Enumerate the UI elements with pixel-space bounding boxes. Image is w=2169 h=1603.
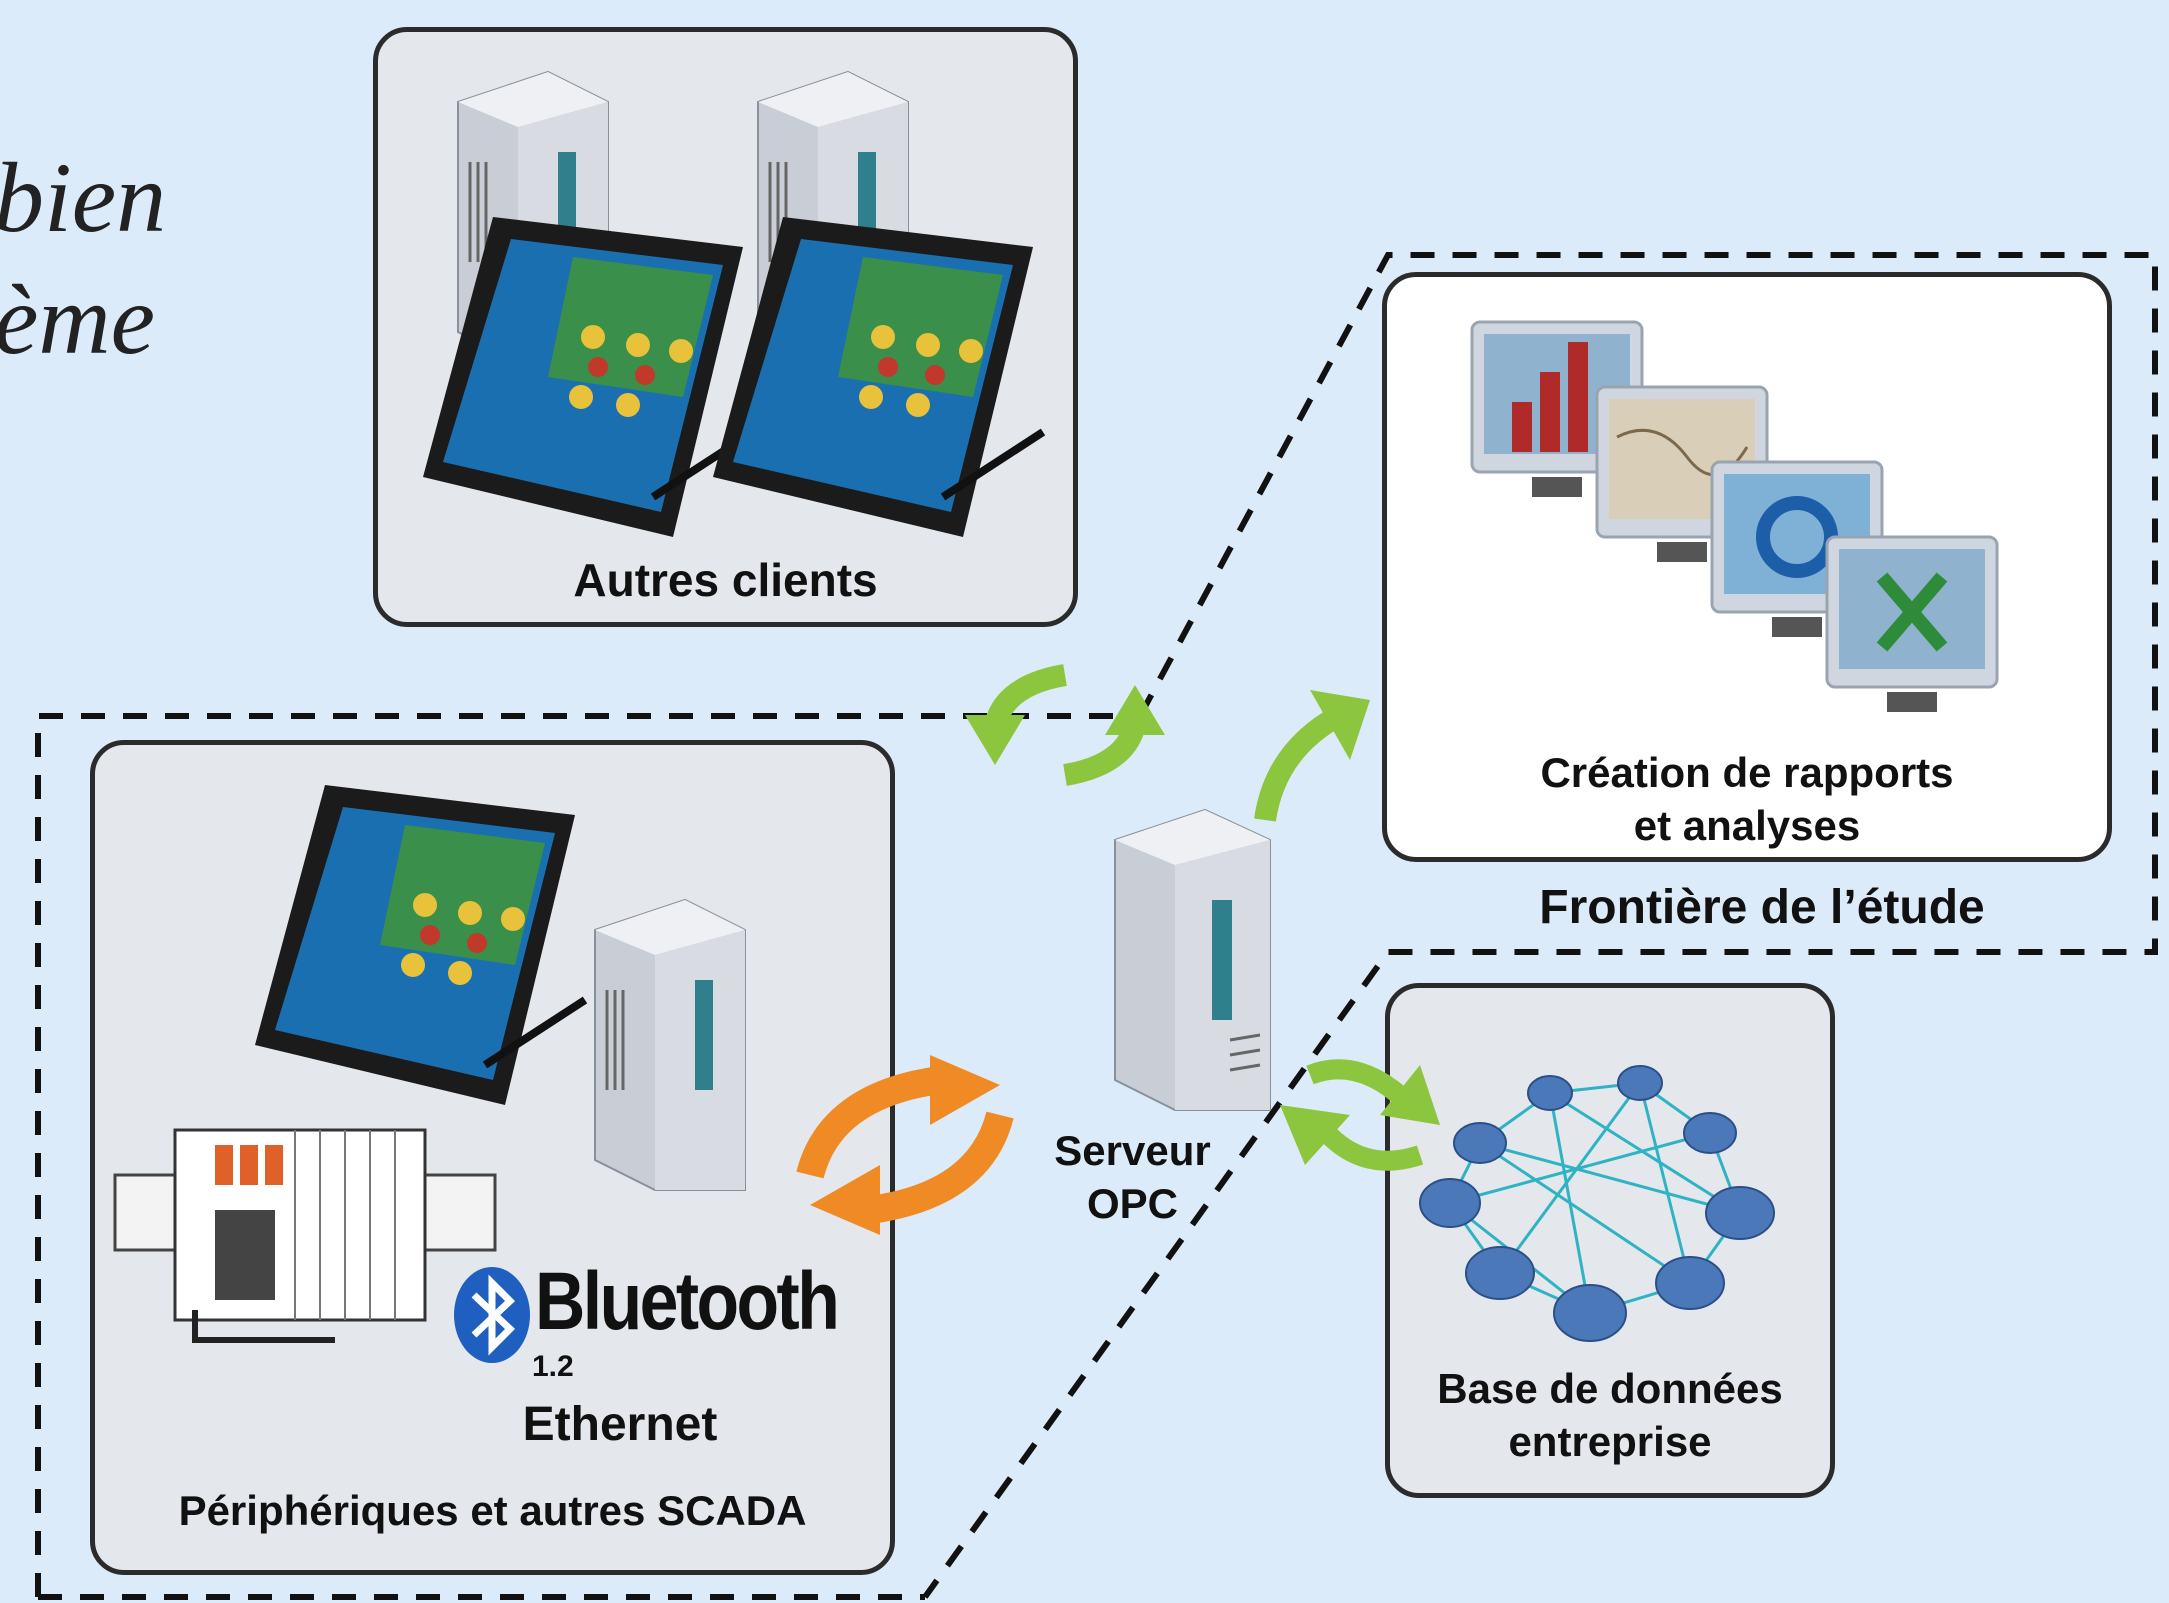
database-label-line1: Base de données <box>1437 1365 1783 1412</box>
touch-monitor-icon <box>423 217 756 537</box>
clients-box: Autres clients <box>373 27 1078 627</box>
clients-label: Autres clients <box>573 554 878 606</box>
sync-arrow-database <box>1280 1059 1440 1171</box>
bluetooth-wordmark: Bluetooth <box>535 1256 840 1347</box>
boundary-label: Frontière de l’étude <box>1539 881 1985 934</box>
peripherals-box: Bluetooth 1.2 Ethernet Périphériques et … <box>90 740 895 1575</box>
database-label-line2: entreprise <box>1508 1418 1712 1465</box>
peripherals-label: Périphériques et autres SCADA <box>178 1487 807 1534</box>
reports-label-line1: Création de rapports <box>1540 749 1954 796</box>
cut-title-line2: ème <box>0 264 155 375</box>
sync-arrow-clients <box>965 664 1165 786</box>
server-label-line2: OPC <box>1086 1180 1178 1227</box>
bluetooth-version: 1.2 <box>532 1350 574 1383</box>
monitor-spreadsheet-icon <box>1825 535 1999 712</box>
bluetooth-icon <box>454 1267 530 1363</box>
ethernet-label: Ethernet <box>522 1398 718 1451</box>
cut-title-line1: bien <box>0 142 167 253</box>
touch-monitor-icon <box>713 217 1046 537</box>
reports-box: Création de rapports et analyses <box>1382 272 2112 862</box>
opc-server-icon <box>1114 808 1271 1111</box>
sync-arrow-peripherals <box>796 1055 1014 1235</box>
server-icon <box>594 898 746 1191</box>
arrow-to-reports <box>1254 690 1370 822</box>
server-label-line1: Serveur <box>1054 1127 1211 1174</box>
touch-monitor-icon <box>255 785 588 1105</box>
plc-module-icon <box>113 1128 497 1343</box>
database-box: Base de données entreprise <box>1385 983 1835 1498</box>
database-network-icon <box>1419 1065 1775 1342</box>
reports-label-line2: et analyses <box>1633 802 1861 849</box>
